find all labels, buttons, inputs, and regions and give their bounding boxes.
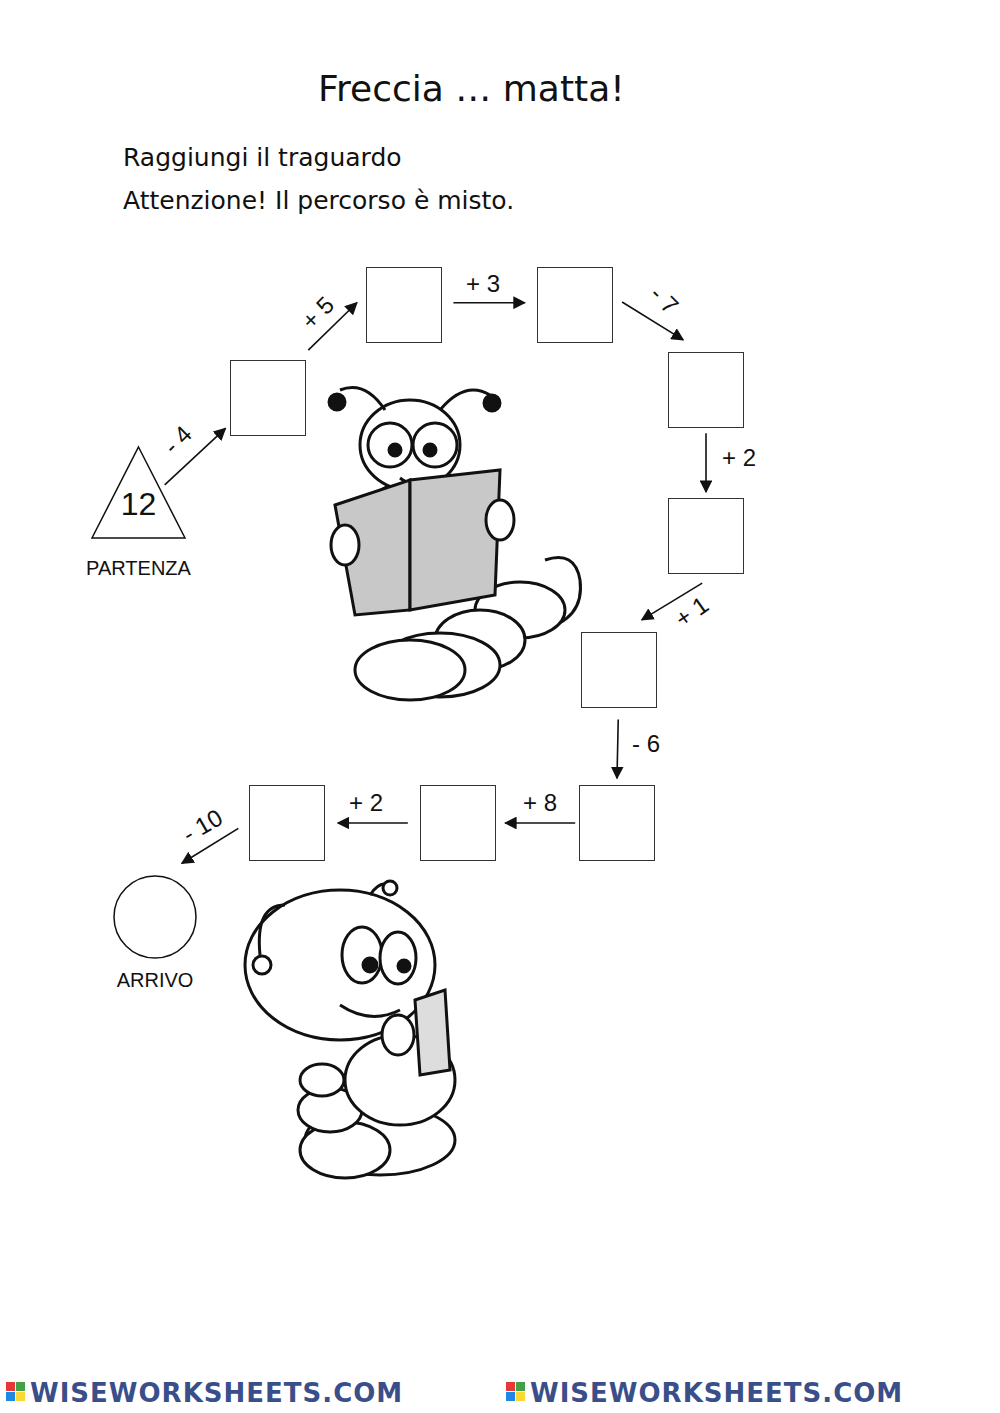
start-triangle: 12PARTENZA	[90, 445, 187, 540]
operation-label: + 5	[295, 290, 341, 336]
worm-with-book	[245, 881, 455, 1178]
watermark: WISEWORKSHEETS.COM	[30, 1378, 403, 1408]
answer-box	[366, 267, 442, 343]
title: Freccia … matta!	[318, 68, 625, 109]
watermark: WISEWORKSHEETS.COM	[530, 1378, 903, 1408]
finish-circle: ARRIVO	[113, 875, 197, 959]
operation-label: + 2	[347, 790, 385, 816]
bookworm-reading	[329, 388, 581, 701]
arrow-connector	[705, 433, 707, 492]
finish-label: ARRIVO	[117, 969, 194, 991]
operation-label: - 10	[177, 803, 229, 849]
operation-label: + 2	[720, 445, 758, 471]
instruction: Raggiungi il traguardo	[123, 143, 402, 172]
start-number: 12	[121, 487, 157, 522]
answer-box	[537, 267, 613, 343]
answer-box	[579, 785, 655, 861]
answer-box	[230, 360, 306, 436]
answer-box	[668, 352, 744, 428]
operation-label: - 7	[643, 279, 684, 320]
operation-label: - 6	[630, 731, 662, 757]
instruction: Attenzione! Il percorso è misto.	[123, 186, 514, 215]
operation-label: + 3	[464, 271, 502, 297]
circle-outline	[113, 875, 197, 959]
answer-box	[420, 785, 496, 861]
arrow-connector	[617, 719, 618, 778]
answer-box	[581, 632, 657, 708]
operation-label: + 1	[669, 590, 715, 633]
start-label: PARTENZA	[86, 557, 191, 579]
arrow-connector	[338, 822, 408, 824]
answer-box	[668, 498, 744, 574]
arrow-connector	[453, 302, 524, 304]
operation-label: - 4	[157, 419, 198, 460]
operation-label: + 8	[521, 790, 559, 816]
arrow-connector	[505, 822, 575, 824]
answer-box	[249, 785, 325, 861]
